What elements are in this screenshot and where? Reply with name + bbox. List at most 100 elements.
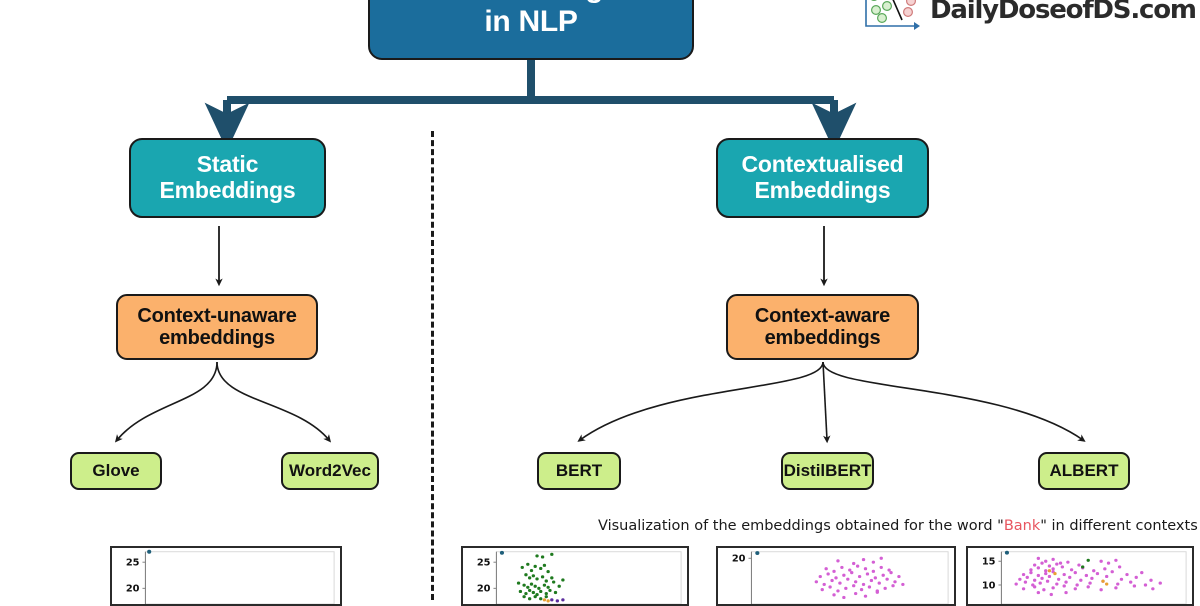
- plot-point: [1063, 573, 1066, 576]
- plot-point: [1053, 572, 1056, 575]
- plot-point: [1040, 562, 1043, 565]
- plot-frame: [1001, 552, 1186, 604]
- plot-point: [901, 583, 904, 586]
- plot-point: [1099, 588, 1102, 591]
- plot-point: [1140, 571, 1143, 574]
- plot-point: [1059, 562, 1062, 565]
- plot-point: [1055, 563, 1058, 566]
- plot-point: [1133, 584, 1136, 587]
- plot-point: [1120, 578, 1123, 581]
- plot-point: [848, 568, 851, 571]
- node-context-unaware-line2: embeddings: [137, 327, 296, 349]
- plot-point: [561, 578, 564, 581]
- plot-point: [554, 591, 557, 594]
- plot-point: [1090, 577, 1093, 580]
- plot-point: [539, 590, 542, 593]
- plot-point: [534, 585, 537, 588]
- plot-point: [1024, 581, 1027, 584]
- plot-point: [815, 580, 818, 583]
- plot-point: [866, 572, 869, 575]
- node-context-unaware-embeddings: Context-unaware embeddings: [116, 294, 318, 360]
- plot-point: [826, 572, 829, 575]
- plot-point: [1046, 580, 1049, 583]
- plot-point: [824, 567, 827, 570]
- plot-point: [1064, 591, 1067, 594]
- plot-point: [1048, 569, 1051, 572]
- plot-point: [1129, 581, 1132, 584]
- plot-y-tick-label: 20: [732, 554, 746, 565]
- plot-point: [1037, 574, 1040, 577]
- plot-series-axis-marker: [147, 550, 151, 554]
- plot-point: [864, 595, 867, 598]
- plot-y-tick-label: 25: [126, 558, 140, 569]
- node-static-line1: Static: [159, 152, 295, 178]
- plot-point: [530, 569, 533, 572]
- brand-logo[interactable]: DailyDoseofDS.com: [862, 0, 1196, 34]
- node-title: Embeddings in NLP: [368, 0, 694, 60]
- plot-point: [821, 588, 824, 591]
- plot-point: [872, 570, 875, 573]
- plot-point: [1144, 583, 1147, 586]
- plot-point: [543, 564, 546, 567]
- plot-point: [1151, 587, 1154, 590]
- plot-point: [842, 596, 845, 599]
- plot-point: [836, 559, 839, 562]
- plot-point: [534, 595, 537, 598]
- plot-point: [532, 591, 535, 594]
- connector-aware-to-leaves: [580, 362, 1083, 440]
- plot-y-tick-label: 20: [477, 584, 491, 595]
- plot-point: [819, 575, 822, 578]
- plot-point: [854, 580, 857, 583]
- plot-point: [147, 550, 151, 554]
- plot-point: [887, 568, 890, 571]
- plot-point: [854, 592, 857, 595]
- node-context-aware-line1: Context-aware: [755, 305, 890, 327]
- plot-point: [1105, 575, 1108, 578]
- plot-point: [1033, 563, 1036, 566]
- plot-series-axis-marker: [1005, 551, 1009, 555]
- plot-point: [828, 585, 831, 588]
- plot-point: [1085, 574, 1088, 577]
- plot-point: [840, 566, 843, 569]
- node-albert: ALBERT: [1038, 452, 1130, 490]
- plot-point: [1044, 572, 1047, 575]
- plot-point: [1029, 571, 1032, 574]
- plot-point: [541, 575, 544, 578]
- plot-point: [521, 566, 524, 569]
- node-context-aware-line2: embeddings: [755, 327, 890, 349]
- plot-point: [897, 575, 900, 578]
- plot-point: [1111, 570, 1114, 573]
- plot-point: [1125, 573, 1128, 576]
- plot-point: [1051, 567, 1054, 570]
- plot-point: [846, 578, 849, 581]
- plot-point: [864, 567, 867, 570]
- visualization-caption: Visualization of the embeddings obtained…: [598, 518, 1198, 534]
- plot-panel-distilbert: 20: [716, 546, 956, 606]
- plot-point: [1087, 559, 1090, 562]
- plot-point: [1037, 557, 1040, 560]
- connector-unaware-to-leaves: [117, 362, 329, 440]
- plot-point: [545, 579, 548, 582]
- caption-suffix: " in different contexts: [1040, 518, 1198, 534]
- plot-point: [532, 574, 535, 577]
- plot-point: [550, 576, 553, 579]
- plot-frame: [751, 552, 948, 604]
- plot-point: [545, 592, 548, 595]
- plot-point: [535, 577, 538, 580]
- plot-point: [543, 584, 546, 587]
- plot-point: [885, 578, 888, 581]
- plot-point: [519, 590, 522, 593]
- plot-point: [1135, 576, 1138, 579]
- plot-point: [858, 575, 861, 578]
- plot-point: [876, 591, 879, 594]
- plot-point: [1051, 558, 1054, 561]
- node-title-line2: in NLP: [442, 5, 619, 39]
- plot-point: [522, 595, 525, 598]
- plot-point: [1114, 586, 1117, 589]
- node-word2vec: Word2Vec: [281, 452, 379, 490]
- plot-y-tick-label: 15: [982, 557, 996, 568]
- plot-point: [1005, 551, 1009, 555]
- plot-point: [1029, 568, 1032, 571]
